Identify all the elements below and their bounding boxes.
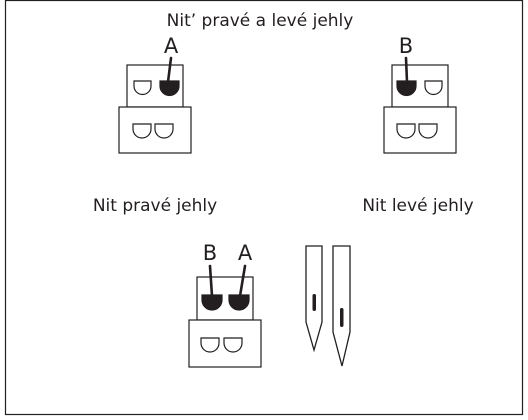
needle-body: [332, 245, 351, 367]
thread-label-b: B: [203, 241, 217, 265]
upper-hole-left: [133, 80, 152, 96]
lower-hole-left: [396, 123, 416, 139]
lower-hole-left: [132, 123, 152, 139]
lower-hole-left: [200, 337, 220, 353]
lower-hole-right: [418, 123, 438, 139]
upper-hole-left-threaded: [201, 294, 223, 311]
panel-right-needle: A Nit pravé jehly: [93, 34, 217, 216]
needle-eye: [340, 308, 344, 327]
thread-guide-icon: [383, 56, 457, 154]
caption-left-needle: Nit levé jehly: [362, 196, 473, 216]
caption-right-needle: Nit pravé jehly: [93, 196, 217, 216]
needle-eye: [312, 294, 316, 311]
thread-line-b: [404, 56, 409, 84]
upper-hole-right-threaded: [228, 294, 250, 311]
thread-line-a: [166, 56, 173, 84]
needle-right-icon: [332, 245, 351, 367]
diagram-border: [4, 0, 524, 416]
thread-label-a: A: [164, 34, 179, 58]
thread-label-b: B: [399, 34, 413, 58]
upper-hole-right: [424, 80, 443, 96]
needle-left-icon: [305, 245, 323, 353]
panel-left-needle: B Nit levé jehly: [362, 34, 473, 216]
upper-hole-left-threaded: [396, 80, 417, 97]
lower-hole-right: [154, 123, 174, 139]
lower-hole-right: [223, 337, 243, 353]
thread-guide-icon: [118, 56, 192, 154]
thread-label-a: A: [238, 241, 253, 265]
upper-hole-right-threaded: [159, 80, 180, 97]
thread-line-a: [238, 264, 247, 298]
thread-line-b: [208, 264, 214, 298]
diagram-title: Nit’ pravé a levé jehly: [167, 11, 354, 31]
thread-guide-icon: [188, 264, 262, 368]
panel-both-needles: B A: [188, 241, 351, 368]
